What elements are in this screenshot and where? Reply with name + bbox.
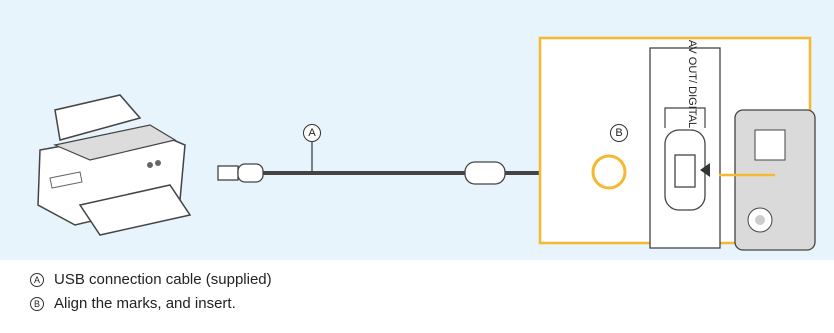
legend-item-b: B Align the marks, and insert. — [30, 292, 272, 316]
callout-b-marker: B — [610, 124, 628, 142]
connection-diagram: A B AV OUT/ DIGITAL — [0, 0, 834, 260]
diagram-illustration — [0, 0, 834, 260]
camera-body — [719, 109, 816, 251]
diagram-legend: A USB connection cable (supplied) B Alig… — [30, 268, 272, 316]
legend-item-a: A USB connection cable (supplied) — [30, 268, 272, 292]
legend-marker-b: B — [30, 297, 44, 311]
callout-a-marker: A — [303, 124, 321, 142]
av-out-digital-label: AV OUT/ DIGITAL — [686, 39, 698, 129]
camera-port-closeup — [649, 47, 721, 249]
legend-marker-a: A — [30, 273, 44, 287]
align-mark-highlight — [591, 154, 627, 190]
legend-text-a: USB connection cable (supplied) — [54, 271, 272, 288]
printer-illustration — [37, 94, 192, 236]
legend-text-b: Align the marks, and insert. — [54, 295, 236, 312]
